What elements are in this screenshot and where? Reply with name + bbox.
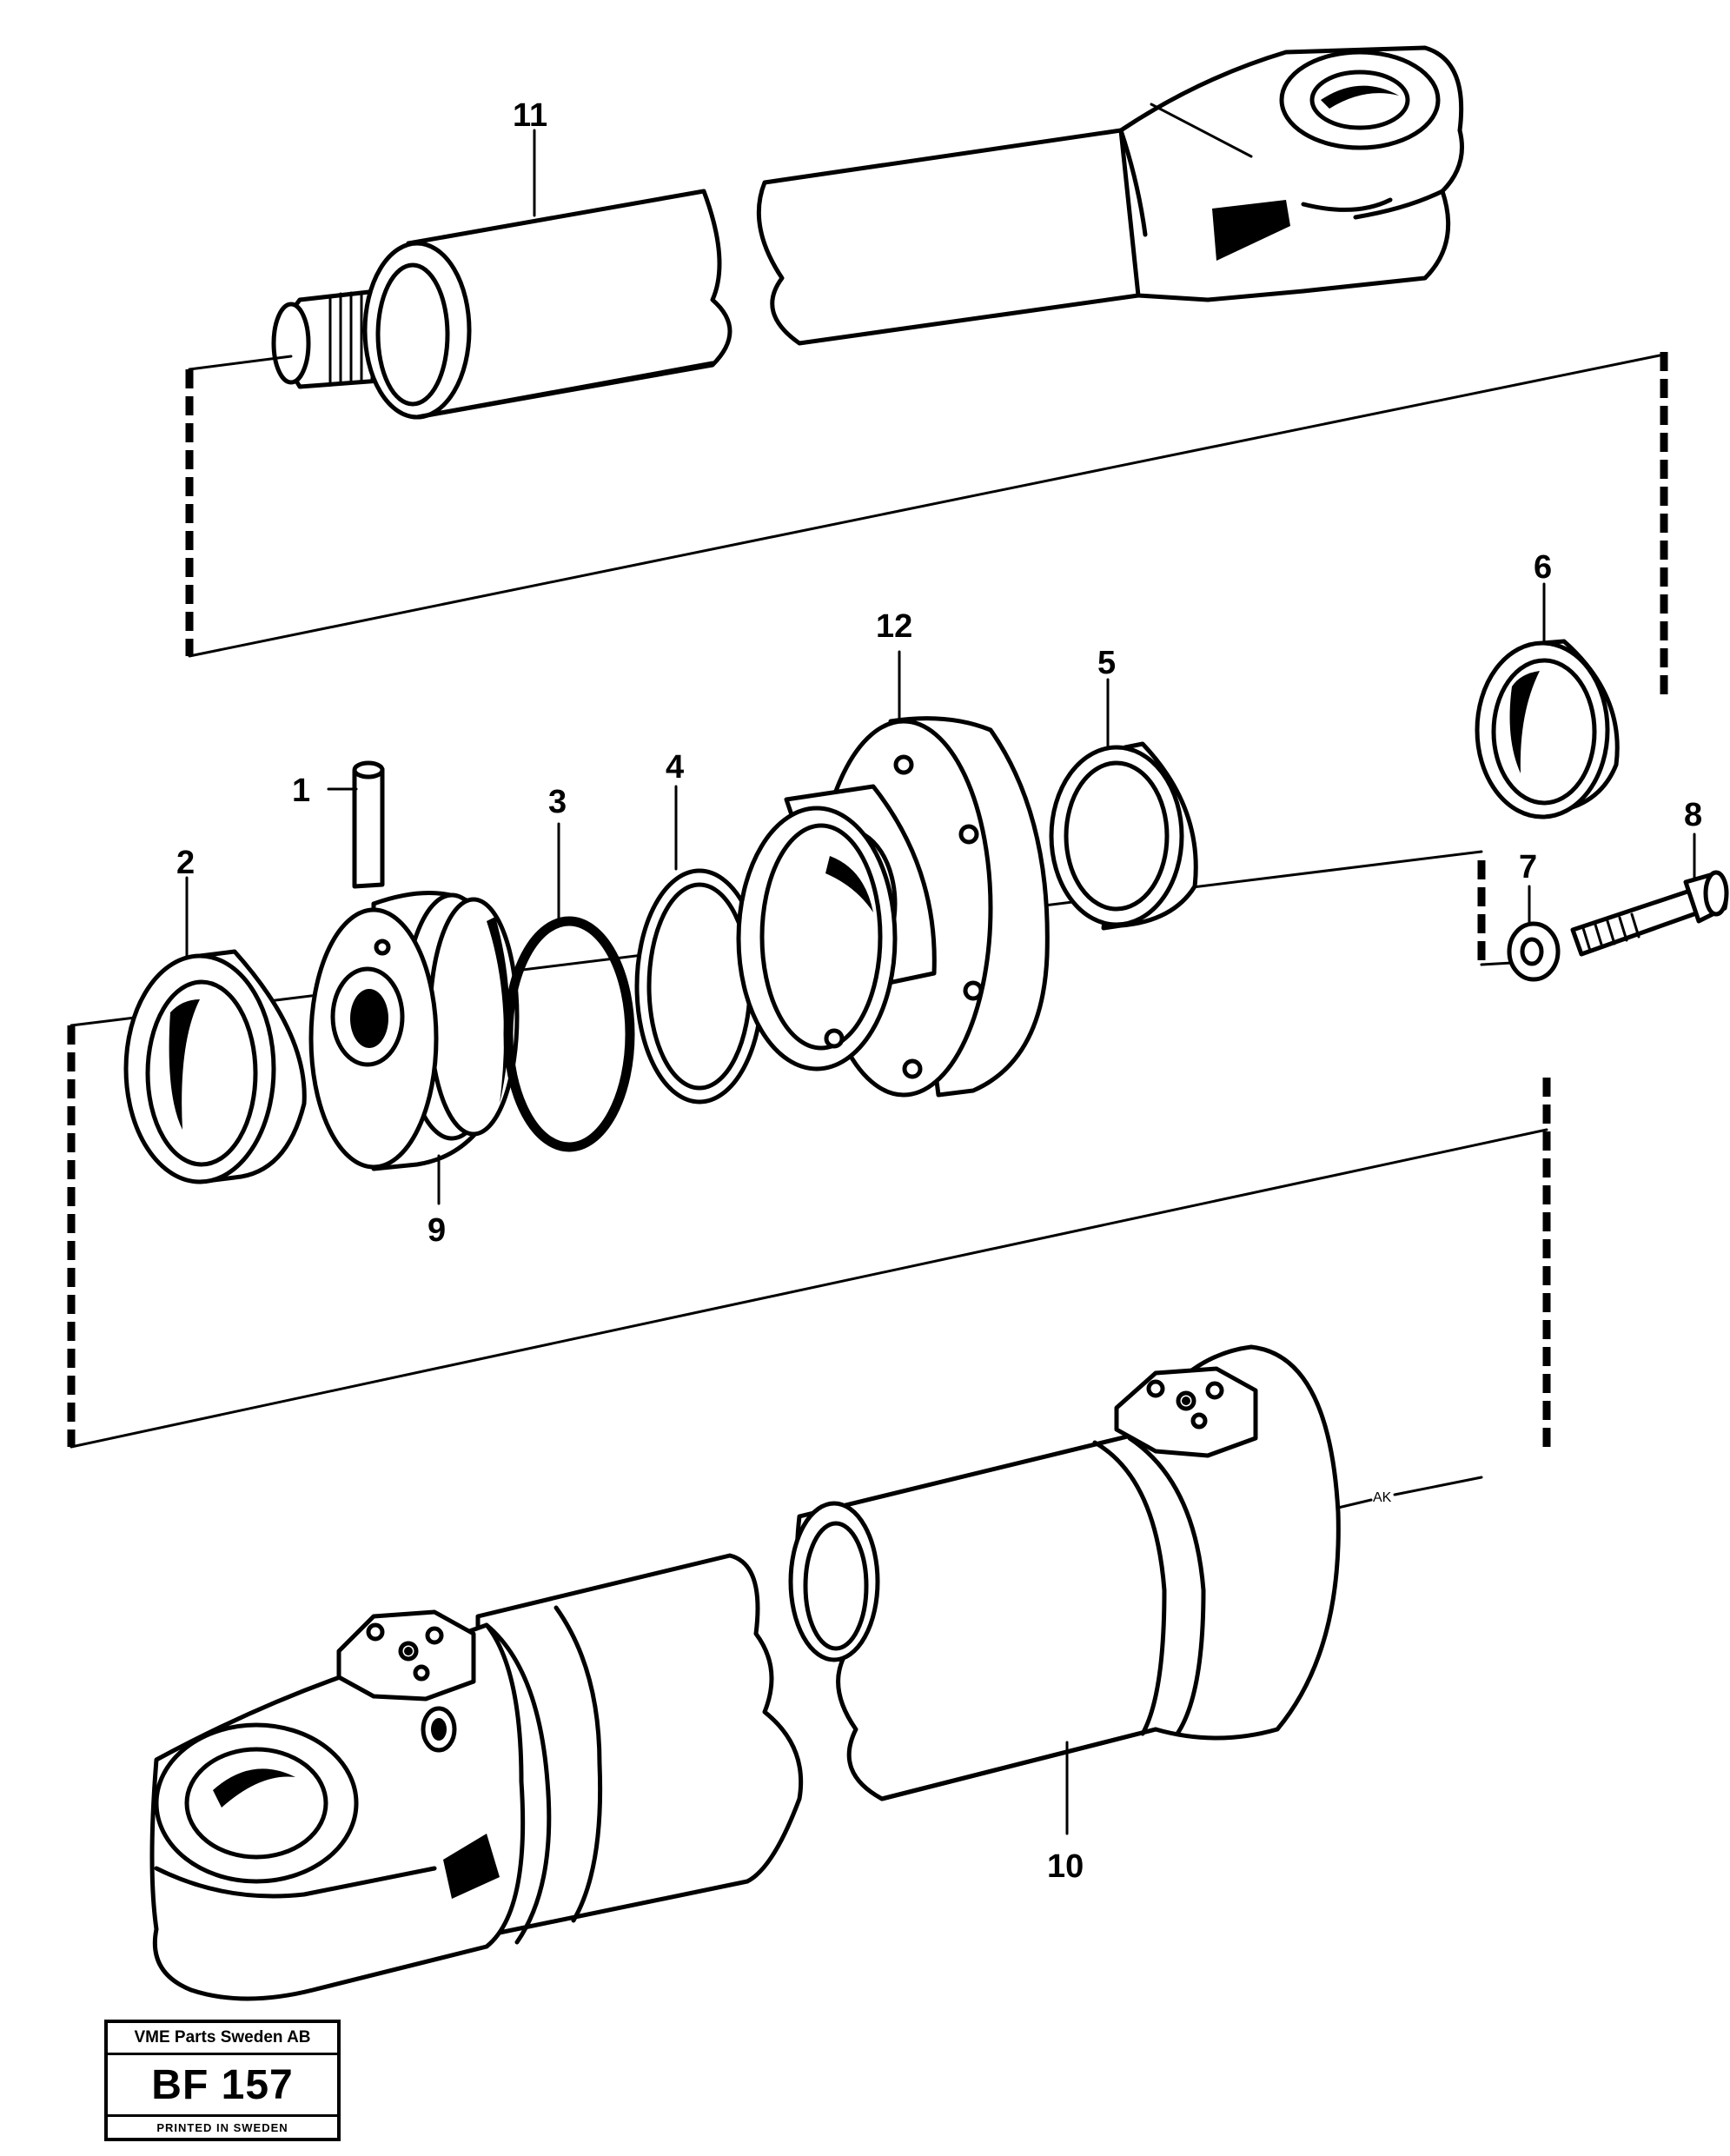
part-10-cylinder-tube (149, 1344, 1341, 2001)
part-11-piston-rod (271, 45, 1464, 420)
stamp-printed: PRINTED IN SWEDEN (108, 2114, 337, 2138)
callout-9: 9 (428, 1212, 446, 1249)
callout-11: 11 (513, 97, 547, 134)
parts-catalog-stamp: VME Parts Sweden AB BF 157 PRINTED IN SW… (104, 2020, 341, 2141)
part-4-backup-ring (634, 868, 765, 1105)
part-9-piston (308, 891, 520, 1171)
callout-1: 1 (292, 773, 310, 809)
part-6-guide-ring (1475, 639, 1620, 819)
callout-7: 7 (1519, 849, 1537, 886)
stamp-code: BF 157 (151, 2061, 294, 2108)
stamp-company: VME Parts Sweden AB (108, 2023, 337, 2055)
callout-6: 6 (1534, 549, 1552, 586)
callout-2: 2 (176, 845, 195, 881)
part-8-bolt (1570, 870, 1729, 957)
callout-10: 10 (1047, 1848, 1084, 1885)
explosion-frame-top (185, 352, 1668, 700)
part-1-pin (352, 760, 385, 889)
dim-mark: AK (1373, 1490, 1392, 1505)
part-12-cylinder-head (736, 716, 1050, 1098)
explosion-frame-bottom (67, 860, 1551, 1449)
part-2-ring (123, 949, 307, 1184)
axis-to-bolt (1480, 961, 1514, 966)
callout-4: 4 (666, 749, 684, 786)
part-7-washer (1507, 921, 1561, 982)
dim-mark-line-left (1336, 1498, 1373, 1509)
callout-3: 3 (548, 784, 567, 820)
callout-8: 8 (1684, 797, 1702, 833)
callout-5: 5 (1097, 645, 1116, 681)
callout-12: 12 (876, 608, 912, 645)
dim-mark-line-right (1393, 1476, 1483, 1496)
part-3-o-ring (503, 916, 635, 1152)
part-5-seal (1049, 741, 1198, 931)
